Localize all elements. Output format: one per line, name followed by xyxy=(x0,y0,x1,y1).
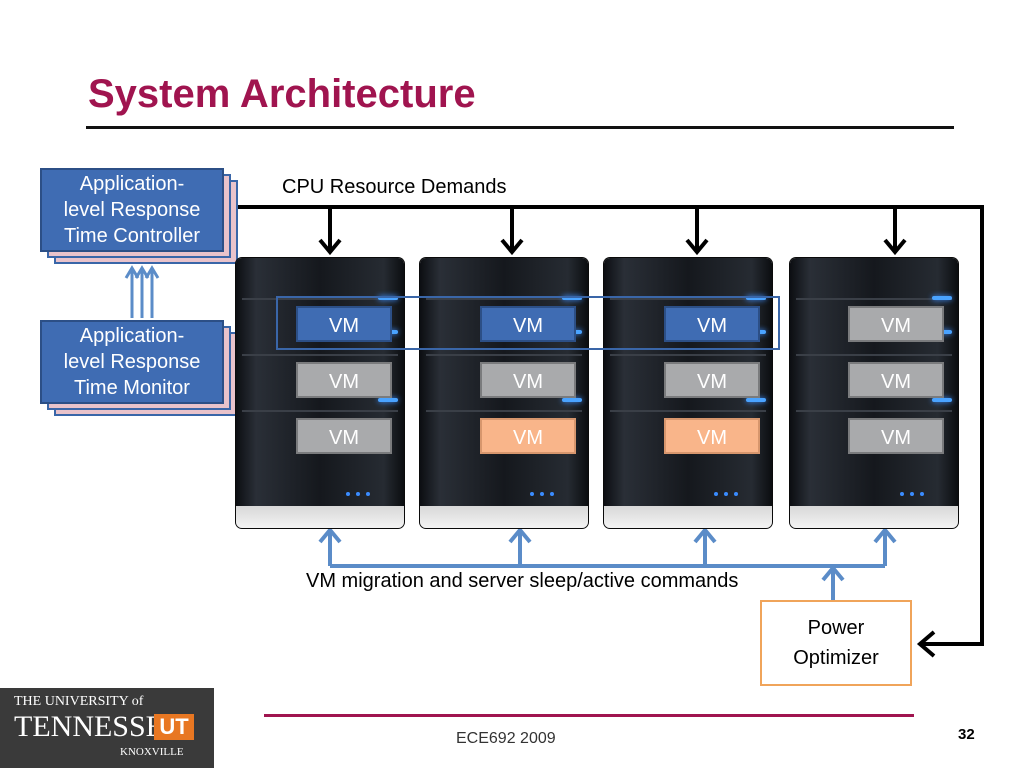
server-led xyxy=(378,398,398,402)
server-led xyxy=(562,296,582,300)
slide-title: System Architecture xyxy=(88,72,476,116)
logo-ut-mark: UT xyxy=(154,714,194,740)
cpu-down-arrows xyxy=(318,207,907,256)
response-time-monitor-box: Application- level Response Time Monitor xyxy=(40,320,224,404)
server-led xyxy=(746,296,766,300)
power-optimizer-box: Power Optimizer xyxy=(760,600,912,686)
server-base xyxy=(604,506,772,528)
vm-s2-2: VM xyxy=(480,362,576,398)
controller-label-line1: Application- xyxy=(79,173,185,195)
monitor-to-controller-arrows xyxy=(124,265,160,318)
power-optimizer-line1: Power xyxy=(807,617,865,639)
controller-label-line2: level Response xyxy=(63,199,201,221)
response-time-monitor-stack: Application- level Response Time Monitor xyxy=(40,320,238,416)
vm-s4-3: VM xyxy=(848,418,944,454)
monitor-label-line2: level Response xyxy=(63,351,201,373)
logo-line3: KNOXVILLE xyxy=(120,746,184,758)
vm-s2-3: VM xyxy=(480,418,576,454)
server-led xyxy=(562,398,582,402)
footer-course-label: ECE692 2009 xyxy=(456,730,556,747)
response-time-controller-box: Application- level Response Time Control… xyxy=(40,168,224,252)
cpu-resource-demands-label: CPU Resource Demands xyxy=(282,176,507,198)
server-base xyxy=(236,506,404,528)
server-led xyxy=(746,398,766,402)
vm-s1-2: VM xyxy=(296,362,392,398)
server-led xyxy=(378,296,398,300)
cpu-demand-bus xyxy=(228,205,984,646)
server-led xyxy=(932,296,952,300)
server-base xyxy=(790,506,958,528)
vm-s1-3: VM xyxy=(296,418,392,454)
page-number: 32 xyxy=(958,726,975,743)
response-time-controller-stack: Application- level Response Time Control… xyxy=(40,168,238,264)
vm-s4-2: VM xyxy=(848,362,944,398)
server-led xyxy=(932,398,952,402)
power-optimizer-line2: Optimizer xyxy=(793,647,879,669)
controller-label-line3: Time Controller xyxy=(64,225,200,247)
footer-divider xyxy=(264,714,914,717)
vm-s2-1: VM xyxy=(480,306,576,342)
vm-s1-1: VM xyxy=(296,306,392,342)
title-underline xyxy=(86,126,954,129)
vm-s4-1: VM xyxy=(848,306,944,342)
vm-s3-1: VM xyxy=(664,306,760,342)
university-logo: THE UNIVERSITY of TENNESSEE UT KNOXVILLE xyxy=(0,688,214,768)
migration-commands-label: VM migration and server sleep/active com… xyxy=(306,570,739,592)
vm-s3-3: VM xyxy=(664,418,760,454)
vm-s3-2: VM xyxy=(664,362,760,398)
logo-line1: THE UNIVERSITY of xyxy=(14,694,144,709)
application-vm-group-outline xyxy=(276,296,780,350)
migration-bus xyxy=(318,526,897,600)
monitor-label-line3: Time Monitor xyxy=(74,377,190,399)
power-optimizer-arrowhead xyxy=(916,630,936,658)
server-base xyxy=(420,506,588,528)
monitor-label-line1: Application- xyxy=(79,325,185,347)
